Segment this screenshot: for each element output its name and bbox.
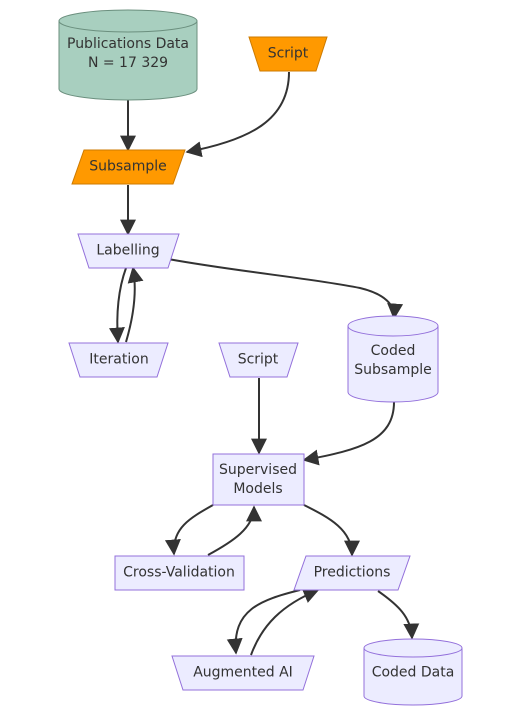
edges (108, 71, 420, 656)
edge-script-subsample (185, 71, 290, 158)
iteration-label: Iteration (89, 351, 149, 368)
publications-line1: Publications Data (66, 36, 190, 52)
node-supervised-models (212, 453, 305, 506)
node-coded-data (363, 638, 463, 706)
edge-predictions-augmented (226, 589, 301, 655)
node-script-mid (218, 342, 299, 378)
edge-coded-subsample-supervised (302, 401, 395, 466)
node-script-top (248, 36, 328, 72)
publications-line2: N = 17 329 (87, 55, 169, 71)
edge-predictions-coded-data (377, 590, 420, 640)
node-cross-validation (114, 555, 245, 591)
coded-data-label: Coded Data (371, 664, 455, 681)
node-subsample (71, 149, 186, 185)
script-mid-label: Script (237, 351, 279, 368)
edge-cross-validation-supervised (207, 505, 262, 556)
coded-subsample-line1: Coded (370, 343, 416, 359)
node-coded-subsample (347, 315, 439, 403)
edge-supervised-cross-validation (164, 504, 214, 556)
node-publications-data (58, 9, 198, 101)
subsample-label: Subsample (89, 158, 167, 175)
edge-labelling-iteration (108, 267, 127, 344)
coded-subsample-line2: Subsample (354, 362, 432, 378)
labelling-label: Labelling (96, 242, 160, 259)
cross-validation-label: Cross-Validation (123, 564, 235, 581)
edge-supervised-predictions (303, 504, 360, 557)
supervised-line2: Models (233, 481, 283, 497)
supervised-label: Supervised Models (219, 461, 297, 499)
publications-label: Publications Data N = 17 329 (67, 35, 189, 73)
edge-augmented-predictions (250, 588, 320, 656)
coded-subsample-label: Coded Subsample (354, 342, 432, 380)
node-predictions (293, 555, 411, 591)
supervised-line1: Supervised (219, 462, 297, 478)
node-labelling (77, 233, 180, 269)
node-augmented-ai (171, 655, 315, 691)
predictions-label: Predictions (313, 564, 391, 581)
augmented-ai-label: Augmented AI (193, 664, 293, 681)
node-iteration (68, 342, 169, 378)
edge-labelling-coded-subsample (167, 258, 404, 320)
edge-iteration-labelling (125, 266, 144, 343)
script-top-label: Script (267, 45, 309, 62)
